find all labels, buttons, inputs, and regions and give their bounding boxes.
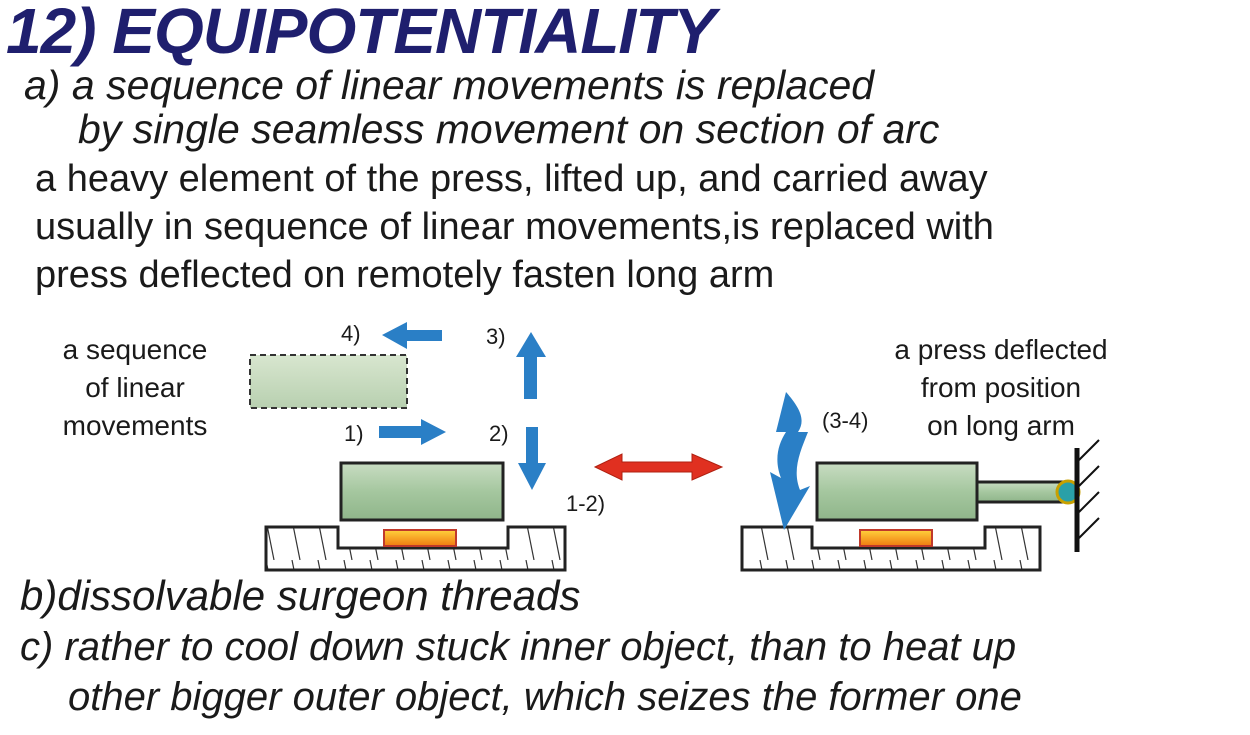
page-title: 12) EQUIPOTENTIALITY xyxy=(6,0,716,67)
section-a-body-line: press deflected on remotely fasten long … xyxy=(35,254,775,296)
section-b-text: dissolvable surgeon threads xyxy=(57,572,581,619)
section-b: b)dissolvable surgeon threads xyxy=(20,572,580,620)
arrow-step-3-up xyxy=(516,332,546,399)
left-press-base xyxy=(264,525,567,572)
section-c-line2: other bigger outer object, which seizes … xyxy=(68,675,1022,719)
section-a-marker: a) xyxy=(24,62,61,108)
step-label-1-2: 1-2) xyxy=(566,491,606,516)
step-label-3-4: (3-4) xyxy=(822,408,869,433)
arrow-step-4-left xyxy=(382,322,442,349)
left-caption: a sequence of linear movements xyxy=(40,331,230,445)
right-caption-line: on long arm xyxy=(927,410,1075,441)
section-a-body-line: a heavy element of the press, lifted up,… xyxy=(35,158,988,200)
left-heater-element xyxy=(383,529,457,547)
section-c-marker: c) xyxy=(20,625,54,669)
long-arm xyxy=(975,480,1067,504)
left-caption-line: a sequence xyxy=(62,334,208,365)
step-label-3: 3) xyxy=(486,324,506,349)
right-caption-line: from position xyxy=(920,372,1082,403)
arrow-step-1-right xyxy=(379,419,446,445)
right-press-base xyxy=(740,525,1042,572)
step-label-1: 1) xyxy=(344,421,364,446)
section-a-body-line: usually in sequence of linear movements,… xyxy=(35,206,994,248)
left-press-block xyxy=(339,461,505,522)
equivalence-double-arrow xyxy=(593,453,724,481)
left-caption-line: of linear xyxy=(85,372,185,403)
arc-movement-arrow xyxy=(770,392,810,530)
step-label-2: 2) xyxy=(489,421,509,446)
section-a-heading-line2: by single seamless movement on section o… xyxy=(78,106,940,152)
right-press-block xyxy=(815,461,979,522)
arrow-step-2-down xyxy=(518,427,546,490)
left-caption-line: movements xyxy=(62,410,208,441)
step-label-4: 4) xyxy=(341,321,361,346)
ghost-press-position xyxy=(249,354,408,409)
right-heater-element xyxy=(859,529,933,547)
right-caption: a press deflected from position on long … xyxy=(856,331,1146,445)
section-c-text: rather to cool down stuck inner object, … xyxy=(64,625,1017,669)
section-a-heading-text: a sequence of linear movements is replac… xyxy=(71,62,875,108)
section-c-line1: c) rather to cool down stuck inner objec… xyxy=(20,625,1016,670)
section-a-heading-line1: a) a sequence of linear movements is rep… xyxy=(24,62,874,109)
right-caption-line: a press deflected xyxy=(894,334,1108,365)
wall-hatching xyxy=(1078,439,1100,539)
section-b-marker: b) xyxy=(20,572,58,619)
